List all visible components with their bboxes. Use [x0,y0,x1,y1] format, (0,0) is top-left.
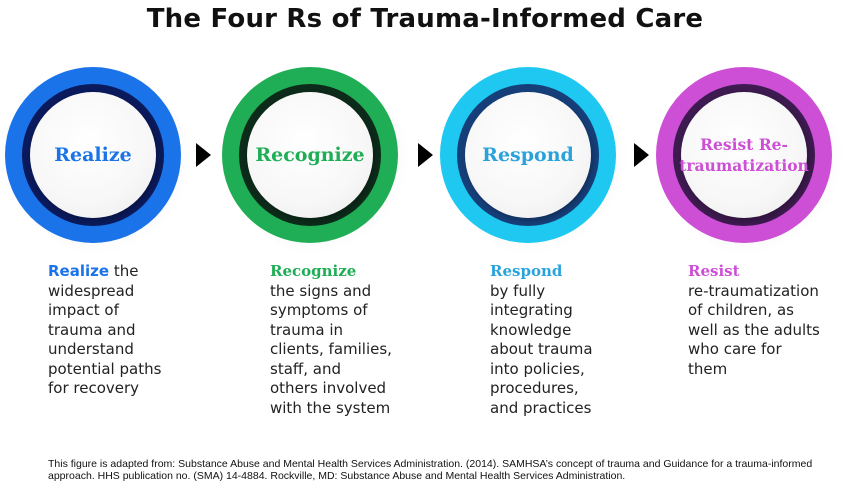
circle-recognize: Recognize [222,67,412,257]
circle-respond: Respond [440,67,630,257]
description-line: others involved [270,379,387,397]
description-line: trauma and [48,320,136,339]
circle-face: Respond [465,92,591,218]
description-line: of children, as [688,301,794,319]
description-heading: Resist [688,262,740,280]
circle-label: Respond [482,144,574,166]
description-heading-suffix: the [109,262,139,280]
description-line: symptoms of [270,301,368,319]
circle-face: Resist Re- traumatization [679,92,809,218]
description-respond: Respond by fully integrating knowledge a… [490,262,593,418]
circle-label-line: traumatization [679,156,809,175]
description-line: them [688,359,728,378]
description-line: and practices [490,398,592,417]
arrow-right-icon [418,143,433,167]
circle-realize: Realize [5,67,195,257]
description-realize: Realize the widespread impact of trauma … [48,262,161,399]
description-line: with the system [270,398,391,417]
description-line: procedures, [490,379,579,397]
circle-resist: Resist Re- traumatization [656,67,846,257]
circle-face: Realize [30,92,156,218]
description-line: knowledge [490,320,572,339]
description-line: clients, families, [270,340,392,358]
circle-label-line: Resist Re- [700,135,788,154]
description-line: understand [48,340,134,358]
circle-face: Recognize [247,92,373,218]
footnote-citation: This figure is adapted from: Substance A… [48,458,813,482]
description-resist: Resist re-traumatization of children, as… [688,262,820,379]
description-line: widespread [48,281,135,300]
description-recognize: Recognize the signs and symptoms of trau… [270,262,392,418]
description-heading: Realize [48,262,110,280]
description-heading: Respond [490,262,563,280]
description-line: impact of [48,301,119,319]
description-line: re-traumatization [688,281,819,300]
circle-label: Resist Re- traumatization [679,134,809,176]
page-title: The Four Rs of Trauma-Informed Care [146,4,704,34]
description-heading: Recognize [270,262,357,280]
description-line: into policies, [490,359,585,378]
description-line: integrating [490,301,573,319]
arrow-right-icon [634,143,649,167]
description-line: by fully [490,281,546,300]
description-line: staff, and [270,359,341,378]
description-line: for recovery [48,379,140,397]
description-line: well as the adults [688,320,820,339]
circle-label: Recognize [255,144,365,166]
description-line: who care for [688,340,782,358]
description-line: about trauma [490,340,593,358]
description-line: trauma in [270,320,343,339]
circle-label: Realize [54,144,132,166]
description-line: the signs and [270,281,372,300]
description-line: potential paths [48,359,162,378]
arrow-right-icon [196,143,211,167]
